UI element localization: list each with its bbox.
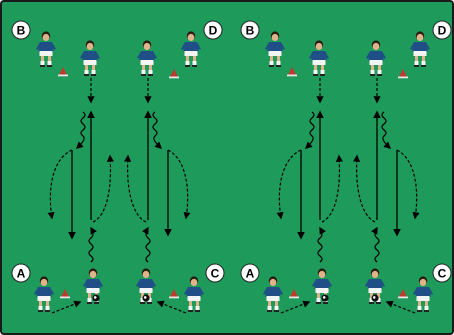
marker-label: A (246, 267, 255, 281)
marker-a-right: A (240, 263, 260, 283)
marker-c-left: C (205, 263, 225, 283)
pass-arrow (276, 149, 302, 220)
marker-b-right: B (240, 20, 260, 40)
dribble-arrow (317, 226, 326, 263)
marker-label: D (209, 24, 218, 38)
ball-icon (321, 294, 329, 302)
drill-right (263, 31, 433, 314)
marker-b-left: B (11, 20, 31, 40)
pass-arrow (47, 149, 73, 220)
dribble-arrow (142, 226, 151, 263)
pass-arrow (156, 300, 187, 314)
ball-icon (371, 294, 379, 302)
pass-arrow (51, 300, 82, 314)
ball-icon (92, 294, 100, 302)
pass-arrow (167, 149, 191, 220)
marker-label: C (438, 267, 447, 281)
pass-arrow (353, 154, 376, 223)
dribble-arrow (371, 226, 380, 263)
ball-icon (142, 294, 150, 302)
dribble-arrow (381, 111, 392, 149)
marker-label: B (17, 24, 26, 38)
marker-label: A (17, 267, 26, 281)
dribble-arrow (152, 111, 163, 149)
marker-d-right: D (432, 20, 452, 40)
pass-arrow (124, 154, 147, 223)
marker-label: C (211, 267, 220, 281)
pass-arrow (385, 300, 416, 314)
dribble-arrow (75, 111, 86, 149)
drill-left (34, 31, 204, 314)
marker-label: D (438, 24, 447, 38)
marker-d-left: D (203, 20, 223, 40)
dribble-arrow (304, 111, 315, 149)
dribble-arrow (88, 226, 97, 263)
marker-label: B (246, 24, 255, 38)
pass-arrow (396, 149, 420, 220)
marker-a-left: A (11, 263, 31, 283)
pass-arrow (280, 300, 311, 314)
marker-c-right: C (432, 263, 452, 283)
